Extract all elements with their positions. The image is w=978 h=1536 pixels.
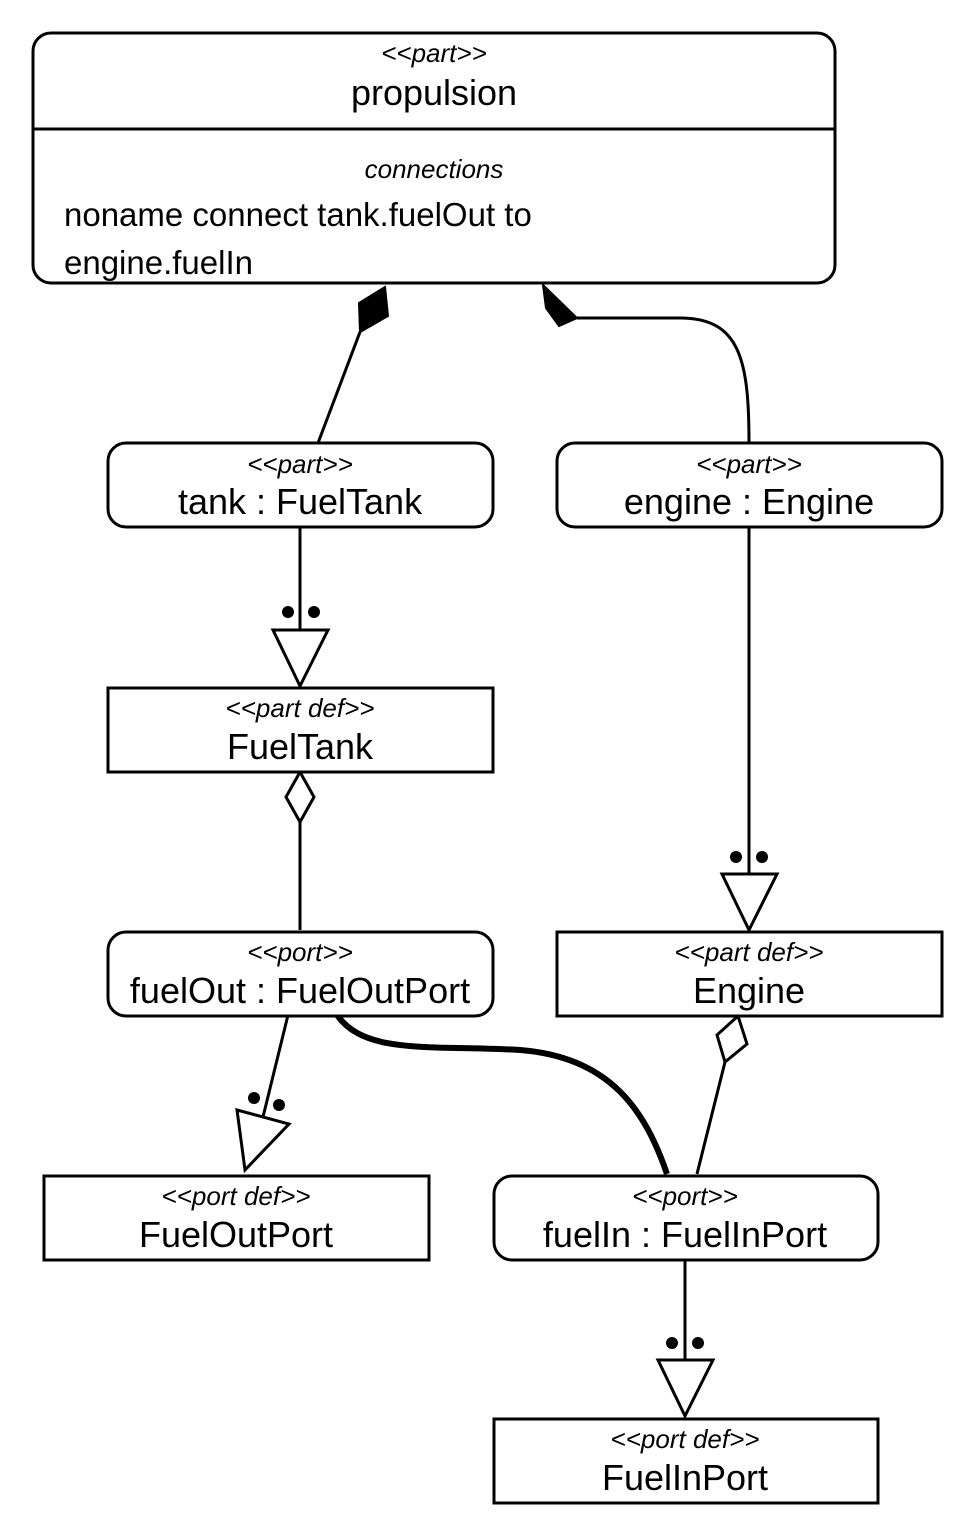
stereotype-label: <<port>> xyxy=(247,937,353,967)
edge-enginedef-fuelin-aggregation[interactable] xyxy=(695,1013,749,1175)
connection-text-line-1: noname connect tank.fuelOut to xyxy=(64,196,532,233)
edge-fueltank-fuelout-aggregation[interactable] xyxy=(284,768,316,930)
edge-propulsion-tank-composition[interactable] xyxy=(316,285,390,444)
definition-name: FuelOutPort xyxy=(139,1214,333,1255)
defined-by-arrowhead xyxy=(655,1358,716,1420)
part-tank[interactable]: <<part>> tank : FuelTank xyxy=(106,441,495,529)
connection-fuelout-fuelin[interactable] xyxy=(334,1013,670,1175)
aggregation-diamond xyxy=(284,768,316,826)
part-engine[interactable]: <<part>> engine : Engine xyxy=(555,441,944,529)
edge-tank-fueltank-definedby[interactable] xyxy=(270,527,331,690)
connection-text-line-2: engine.fuelIn xyxy=(64,244,253,281)
port-name: fuelIn : FuelInPort xyxy=(543,1214,827,1255)
stereotype-label: <<part>> xyxy=(247,449,353,479)
edge-fuelout-fueloutport-definedby[interactable] xyxy=(235,1014,292,1174)
defined-by-arrowhead xyxy=(270,628,331,690)
part-name: engine : Engine xyxy=(624,481,874,522)
aggregation-diamond xyxy=(715,1013,749,1065)
definition-name: FuelInPort xyxy=(602,1457,768,1498)
stereotype-label: <<port def>> xyxy=(162,1181,311,1211)
part-propulsion[interactable]: <<part>> propulsion connections noname c… xyxy=(31,31,837,285)
port-fuelin[interactable]: <<port>> fuelIn : FuelInPort xyxy=(492,1174,880,1262)
part-def-engine[interactable]: <<part def>> Engine xyxy=(555,930,944,1018)
stereotype-label: <<part>> xyxy=(696,449,802,479)
defined-by-arrowhead xyxy=(235,1107,292,1174)
port-def-fuelinport[interactable]: <<port def>> FuelInPort xyxy=(492,1417,880,1505)
edge-fuelin-fuelinport-definedby[interactable] xyxy=(655,1258,716,1420)
compartment-title: connections xyxy=(365,154,504,184)
composition-diamond xyxy=(541,282,579,328)
defined-by-arrowhead xyxy=(719,872,780,934)
stereotype-label: <<port def>> xyxy=(611,1424,760,1454)
stereotype-label: <<part def>> xyxy=(675,937,824,967)
part-name: tank : FuelTank xyxy=(178,481,423,522)
stereotype-label: <<port>> xyxy=(632,1181,738,1211)
port-def-fueloutport[interactable]: <<port def>> FuelOutPort xyxy=(42,1174,431,1262)
definition-name: Engine xyxy=(693,970,805,1011)
edges xyxy=(235,282,780,1420)
port-name: fuelOut : FuelOutPort xyxy=(130,970,470,1011)
edge-propulsion-engine-composition[interactable] xyxy=(541,282,751,444)
part-name: propulsion xyxy=(351,72,517,113)
edge-engine-enginedef-definedby[interactable] xyxy=(719,527,780,934)
definition-name: FuelTank xyxy=(227,726,374,767)
stereotype-label: <<part def>> xyxy=(226,693,375,723)
port-fuelout[interactable]: <<port>> fuelOut : FuelOutPort xyxy=(106,930,495,1018)
stereotype-label: <<part>> xyxy=(381,38,487,68)
composition-diamond xyxy=(357,285,390,334)
part-def-fueltank[interactable]: <<part def>> FuelTank xyxy=(106,686,495,774)
